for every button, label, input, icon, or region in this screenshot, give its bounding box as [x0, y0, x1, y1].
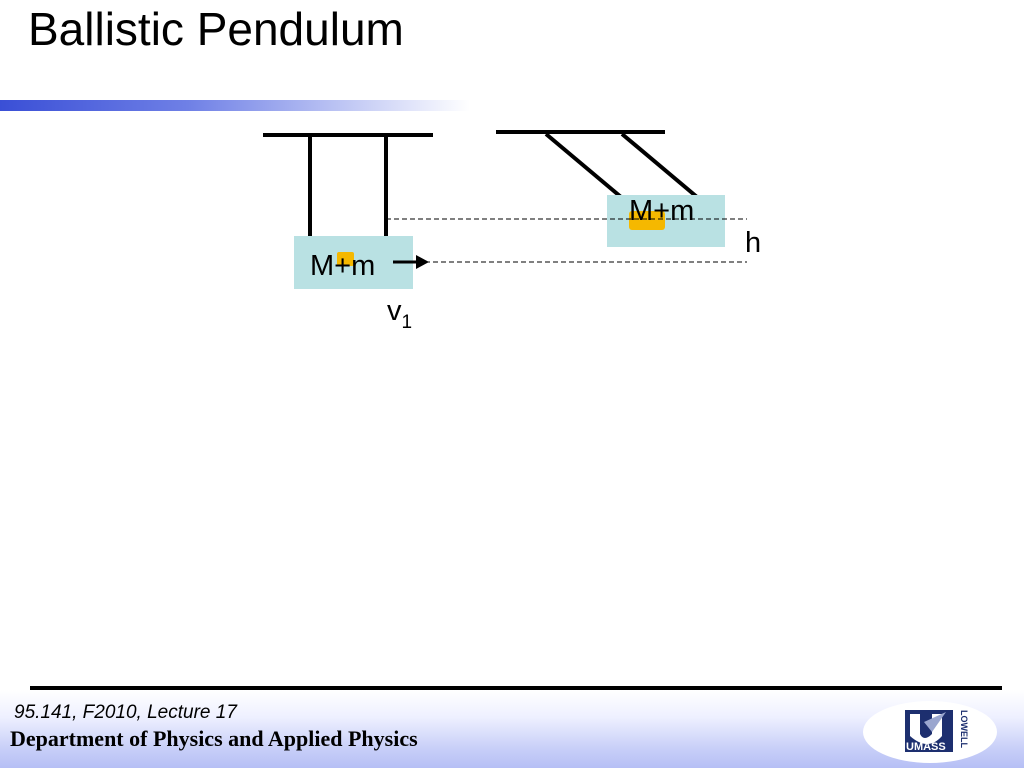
slide-title: Ballistic Pendulum: [28, 3, 404, 55]
velocity-arrow-head: [416, 255, 429, 269]
velocity-subscript: 1: [402, 312, 413, 333]
velocity-symbol: v: [387, 295, 402, 327]
department-name: Department of Physics and Applied Physic…: [10, 726, 418, 751]
logo-text: UMASS: [906, 741, 946, 753]
velocity-label: v1: [387, 295, 412, 333]
right-block-label: M+m: [629, 195, 694, 227]
footer-rule: [30, 686, 1002, 690]
logo-side-text: LOWELL: [959, 710, 969, 748]
footer-band: [0, 690, 1024, 768]
right-bullet: [629, 211, 665, 230]
left-block-label: M+m: [310, 250, 375, 282]
height-label: h: [745, 227, 761, 259]
right-string-1: [544, 132, 623, 199]
course-info: 95.141, F2010, Lecture 17: [14, 702, 237, 723]
right-string-2: [620, 132, 699, 199]
left-bullet: [337, 252, 354, 266]
right-block: [607, 195, 725, 247]
title-underline: [0, 100, 470, 111]
umass-lowell-logo: UMASS LOWELL: [863, 701, 997, 763]
